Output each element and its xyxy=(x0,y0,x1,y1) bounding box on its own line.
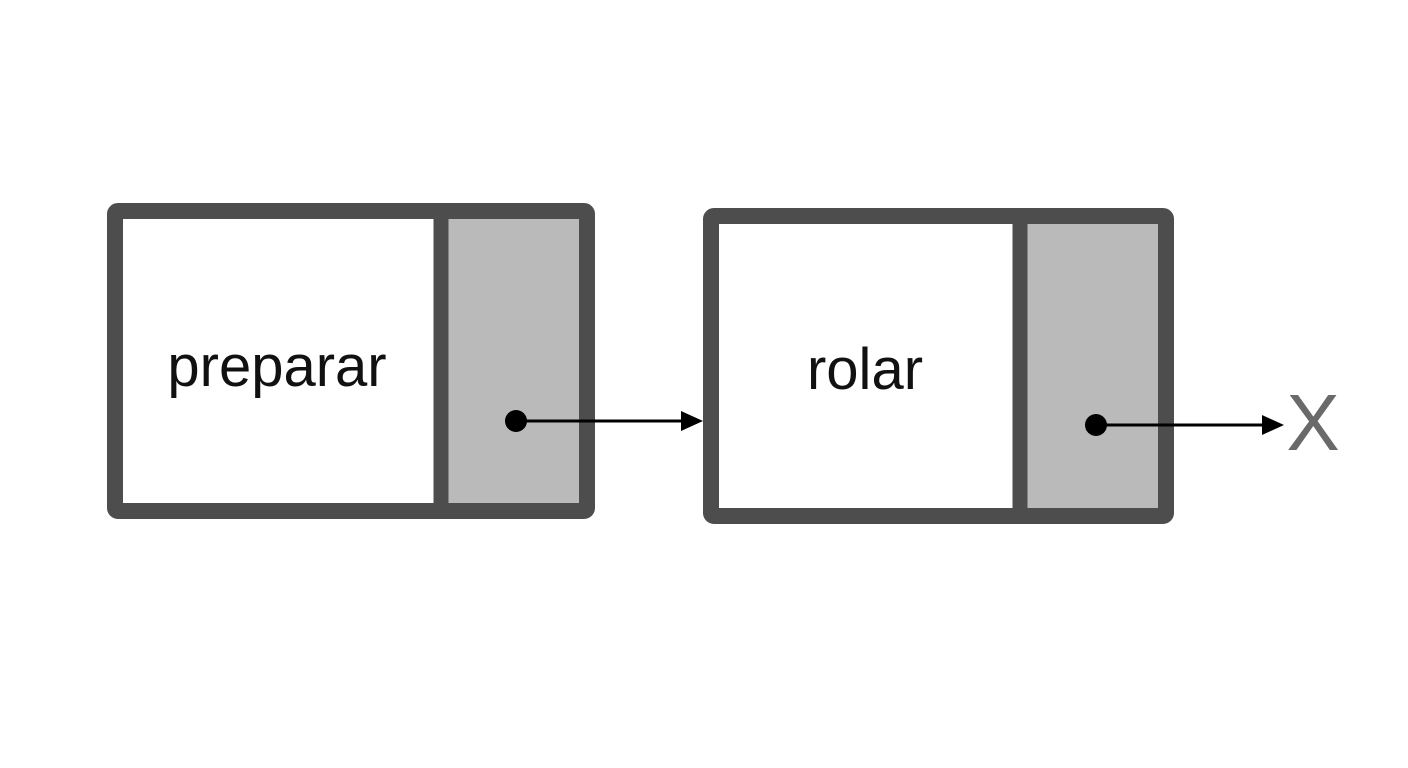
node-1-frame xyxy=(107,203,595,519)
pointer-2-arrowhead xyxy=(1262,415,1284,435)
list-node-1: preparar xyxy=(107,203,595,519)
node-1-label: preparar xyxy=(167,334,386,399)
pointer-arrow-2 xyxy=(1085,414,1284,436)
node-2-frame xyxy=(703,208,1174,524)
node-2-label: rolar xyxy=(807,337,923,402)
node-1-pointer-cell xyxy=(441,211,587,511)
node-2-pointer-cell xyxy=(1020,216,1166,516)
pointer-arrow-1 xyxy=(505,410,703,432)
list-node-2: rolar xyxy=(703,208,1174,524)
null-terminator-label: X xyxy=(1286,378,1339,467)
pointer-1-arrowhead xyxy=(681,411,703,431)
